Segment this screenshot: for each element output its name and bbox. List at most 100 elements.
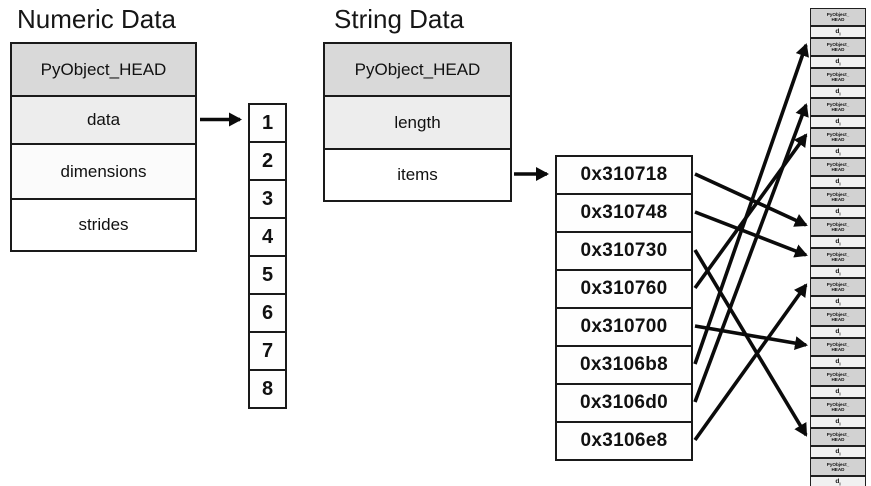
heap-data-subscript: i (839, 151, 841, 157)
heap-object-data-cell: di (810, 386, 866, 398)
pointer-address-cell: 0x310748 (555, 193, 693, 233)
heap-data-label: d (835, 298, 840, 305)
heap-object-data-cell: di (810, 266, 866, 278)
heap-object-data-cell: di (810, 476, 866, 486)
heap-head-line2: HEAD (831, 17, 845, 23)
string-struct-field-row: items (323, 148, 512, 202)
heap-head-line2: HEAD (831, 377, 845, 383)
heap-head-line1: PyObject_ (826, 132, 850, 137)
heap-head-line2: HEAD (831, 167, 845, 173)
pointer-arrow (693, 283, 808, 442)
heap-data-label: d (835, 388, 840, 395)
numeric-struct-field-row: strides (10, 198, 197, 252)
heap-object-head-cell: PyObject_HEAD (810, 158, 866, 176)
heap-head-line1: PyObject_ (826, 462, 850, 467)
heap-object-data-cell: di (810, 26, 866, 38)
heap-head-line2: HEAD (831, 317, 845, 323)
heap-data-subscript: i (839, 211, 841, 217)
heap-head-line1: PyObject_ (826, 72, 850, 77)
heap-data-label: d (835, 478, 840, 485)
pointer-address-cell: 0x3106b8 (555, 345, 693, 385)
heap-head-line2: HEAD (831, 77, 845, 83)
heap-head-line2: HEAD (831, 197, 845, 203)
heap-data-label: d (835, 328, 840, 335)
heap-object-head-cell: PyObject_HEAD (810, 128, 866, 146)
heap-head-line1: PyObject_ (826, 12, 850, 17)
heap-head-line1: PyObject_ (826, 42, 850, 47)
heap-head-line1: PyObject_ (826, 222, 850, 227)
heap-data-label: d (835, 448, 840, 455)
buffer-value-cell: 6 (248, 293, 287, 333)
heap-object-data-cell: di (810, 116, 866, 128)
buffer-value-cell: 8 (248, 369, 287, 409)
numeric-struct-field-row: data (10, 95, 197, 145)
heap-data-label: d (835, 418, 840, 425)
buffer-value-cell: 5 (248, 255, 287, 295)
heap-head-line1: PyObject_ (826, 162, 850, 167)
heap-head-line2: HEAD (831, 47, 845, 53)
pointer-arrow (694, 324, 808, 351)
heap-data-subscript: i (839, 241, 841, 247)
heap-data-subscript: i (839, 481, 841, 486)
buffer-value-cell: 2 (248, 141, 287, 181)
heap-object-data-cell: di (810, 416, 866, 428)
heap-head-line2: HEAD (831, 227, 845, 233)
heap-object-data-cell: di (810, 326, 866, 338)
heap-head-line2: HEAD (831, 467, 845, 473)
pointer-address-cell: 0x3106e8 (555, 421, 693, 461)
heap-object-head-cell: PyObject_HEAD (810, 428, 866, 446)
heap-data-label: d (835, 268, 840, 275)
heap-data-label: d (835, 58, 840, 65)
heap-object-head-cell: PyObject_HEAD (810, 368, 866, 386)
heap-data-label: d (835, 148, 840, 155)
heap-head-line1: PyObject_ (826, 192, 850, 197)
heap-object-head-cell: PyObject_HEAD (810, 398, 866, 416)
heap-head-line1: PyObject_ (826, 372, 850, 377)
heap-head-line2: HEAD (831, 287, 845, 293)
buffer-value-cell: 1 (248, 103, 287, 143)
pointer-address-cell: 0x310718 (555, 155, 693, 195)
heap-object-data-cell: di (810, 206, 866, 218)
heap-head-line1: PyObject_ (826, 102, 850, 107)
heap-data-subscript: i (839, 391, 841, 397)
heap-data-subscript: i (839, 31, 841, 37)
heap-data-subscript: i (839, 61, 841, 67)
heap-object-head-cell: PyObject_HEAD (810, 338, 866, 356)
heap-object-data-cell: di (810, 296, 866, 308)
heap-data-label: d (835, 88, 840, 95)
numeric-struct-field-row: PyObject_HEAD (10, 42, 197, 97)
heap-object-head-cell: PyObject_HEAD (810, 458, 866, 476)
heap-object-data-cell: di (810, 176, 866, 188)
heap-head-line2: HEAD (831, 437, 845, 443)
heap-head-line1: PyObject_ (826, 252, 850, 257)
heap-data-subscript: i (839, 91, 841, 97)
heap-data-subscript: i (839, 301, 841, 307)
heap-object-data-cell: di (810, 56, 866, 68)
heap-object-head-cell: PyObject_HEAD (810, 248, 866, 266)
pointer-arrow (693, 249, 808, 437)
heap-object-head-cell: PyObject_HEAD (810, 188, 866, 206)
heap-data-subscript: i (839, 421, 841, 427)
string-struct-field-row: length (323, 95, 512, 150)
heap-object-data-cell: di (810, 86, 866, 98)
heap-object-head-cell: PyObject_HEAD (810, 278, 866, 296)
pointer-address-cell: 0x310760 (555, 269, 693, 309)
heap-head-line2: HEAD (831, 257, 845, 263)
pointer-address-cell: 0x3106d0 (555, 383, 693, 423)
heap-data-label: d (835, 28, 840, 35)
heap-head-line2: HEAD (831, 137, 845, 143)
heap-data-label: d (835, 238, 840, 245)
heap-object-head-cell: PyObject_HEAD (810, 8, 866, 26)
heap-object-data-cell: di (810, 146, 866, 158)
heap-data-label: d (835, 358, 840, 365)
heap-object-data-cell: di (810, 356, 866, 368)
heap-object-head-cell: PyObject_HEAD (810, 68, 866, 86)
heap-head-line1: PyObject_ (826, 342, 850, 347)
numeric-struct-field-row: dimensions (10, 143, 197, 200)
heap-head-line1: PyObject_ (826, 312, 850, 317)
buffer-value-cell: 4 (248, 217, 287, 257)
